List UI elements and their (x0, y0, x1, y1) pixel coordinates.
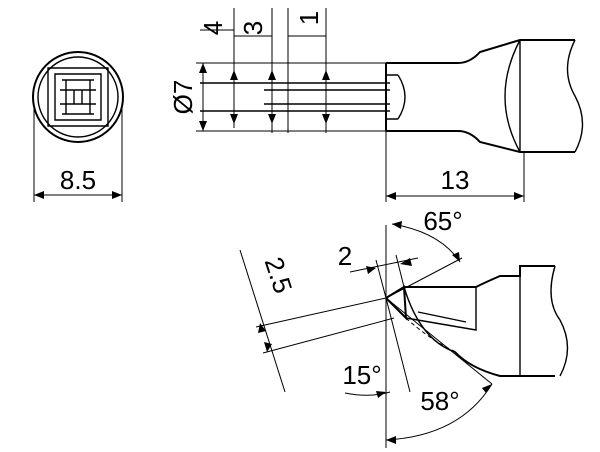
side-view: 4 3 1 Ø7 13 (168, 8, 584, 202)
arrowhead (386, 192, 396, 200)
diameter-dimension-lines (196, 62, 386, 132)
arrowhead (112, 191, 122, 199)
arrowhead (322, 114, 330, 124)
angle-58-arc (385, 383, 493, 441)
end-view-square-body (47, 67, 109, 127)
tip-slot-lines (200, 82, 390, 112)
tip-face-line (417, 311, 467, 323)
tip-flat-face (405, 287, 477, 331)
tip-groove-edges (386, 74, 398, 120)
end-view-outer-circle (32, 51, 124, 143)
angle-65-label: 65° (423, 206, 462, 236)
arrowhead (366, 266, 376, 274)
arrowhead (400, 258, 412, 266)
arrowhead (268, 70, 276, 80)
arrowhead (199, 121, 207, 131)
arrowhead (199, 63, 207, 73)
dim-2-label: 2 (338, 241, 352, 271)
dim-2-5-lines (239, 249, 395, 393)
end-view-inner-square (54, 73, 102, 121)
tip-break-line (550, 265, 569, 377)
shaft-taper-curve (504, 39, 521, 153)
arrowhead (376, 391, 386, 398)
diameter-label: Ø7 (168, 80, 198, 115)
arrowhead (322, 70, 330, 80)
shaft-lower-outline (386, 130, 575, 153)
shaft-upper-outline (386, 39, 575, 64)
angle-65-leg (385, 257, 463, 299)
inner-dimension-lines (233, 70, 327, 124)
arrowhead (392, 221, 402, 229)
tip-hidden-edge (405, 317, 457, 353)
arrowhead (264, 342, 272, 352)
length-label: 13 (441, 165, 470, 195)
dim-2-5-label: 2.5 (259, 253, 299, 297)
end-view-slot-lines (60, 79, 96, 115)
arrowhead (386, 436, 396, 444)
length-dimension-lines (385, 131, 525, 202)
end-view-width-label: 8.5 (60, 165, 96, 195)
angle-58-label: 58° (420, 386, 459, 416)
tip-groove-arc (397, 74, 406, 120)
end-view-dimension-lines (33, 104, 123, 202)
arrowhead (514, 192, 524, 200)
tip-shaft-lower (454, 351, 555, 377)
arrowhead (230, 114, 238, 124)
end-view: 8.5 (32, 51, 124, 202)
dim-3-label: 3 (238, 21, 268, 35)
angle-15-label: 15° (342, 360, 381, 390)
arrowhead (482, 384, 492, 393)
tip-detail: 2 2.5 65° 15° 58° (239, 206, 569, 448)
tip-point (385, 285, 408, 321)
tip-shaft-upper (404, 265, 555, 288)
end-view-inner-circle (37, 56, 119, 138)
dim-4-label: 4 (198, 21, 228, 35)
shaft-break-line (566, 39, 584, 153)
angle-15-arc (344, 391, 391, 396)
arrowhead (268, 114, 276, 124)
angle-58-leg (385, 297, 493, 385)
arrowhead (230, 70, 238, 80)
arrowhead (452, 252, 460, 262)
arrowhead (34, 191, 44, 199)
arrowhead (258, 323, 266, 333)
dim-1-label: 1 (294, 11, 324, 25)
angle-15-legs (385, 297, 411, 393)
